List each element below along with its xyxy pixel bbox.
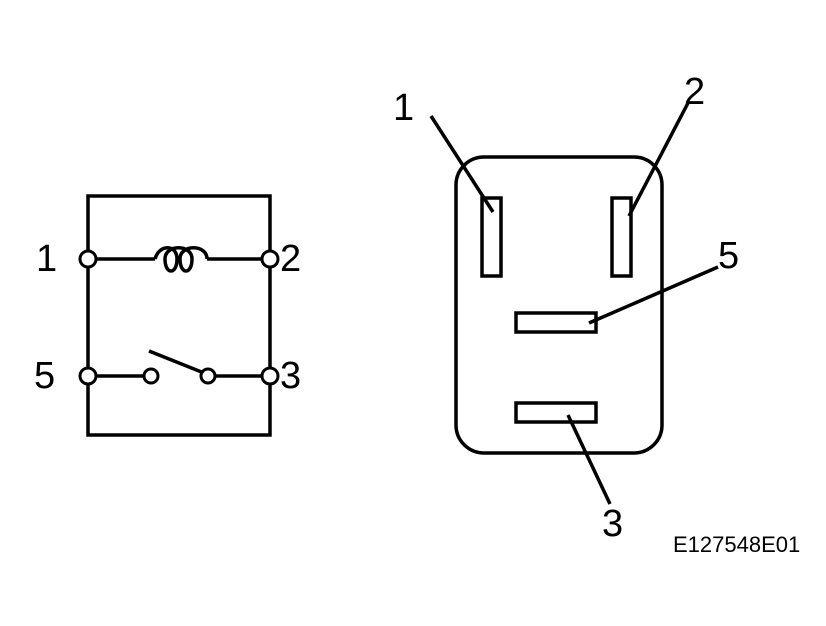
- pin-5-leader: [588, 265, 719, 325]
- terminal-5-label: 5: [34, 355, 55, 397]
- pin-2-leader: [627, 102, 690, 217]
- switch-contact-fixed: [142, 367, 160, 385]
- relay-connector: 1 2 5 3: [393, 71, 739, 545]
- coil-icon: [153, 246, 209, 273]
- pin-5-label: 5: [718, 235, 739, 277]
- pin-3-leader: [566, 414, 612, 505]
- switch-blade: [148, 349, 205, 375]
- terminal-1-label: 1: [36, 238, 57, 280]
- figure-code: E127548E01: [673, 532, 800, 557]
- relay-schematic: 1 2 5 3: [34, 194, 301, 437]
- switch-contact-pivot: [199, 367, 217, 385]
- terminal-3: [260, 366, 280, 386]
- terminal-2-label: 2: [280, 238, 301, 280]
- pin-3-slot: [514, 401, 598, 424]
- connector-body: [454, 155, 664, 455]
- pin-5-slot: [514, 311, 598, 334]
- terminal-5: [78, 366, 98, 386]
- terminal-1: [78, 249, 98, 269]
- pin-3-label: 3: [602, 503, 623, 545]
- pin-2-slot: [610, 196, 633, 278]
- pin-1-slot: [480, 196, 503, 278]
- pin-1-leader: [429, 115, 495, 213]
- terminal-3-label: 3: [280, 355, 301, 397]
- pin-1-label: 1: [393, 87, 414, 129]
- terminal-2: [260, 249, 280, 269]
- pin-2-label: 2: [684, 71, 705, 113]
- schematic-frame: [86, 194, 272, 437]
